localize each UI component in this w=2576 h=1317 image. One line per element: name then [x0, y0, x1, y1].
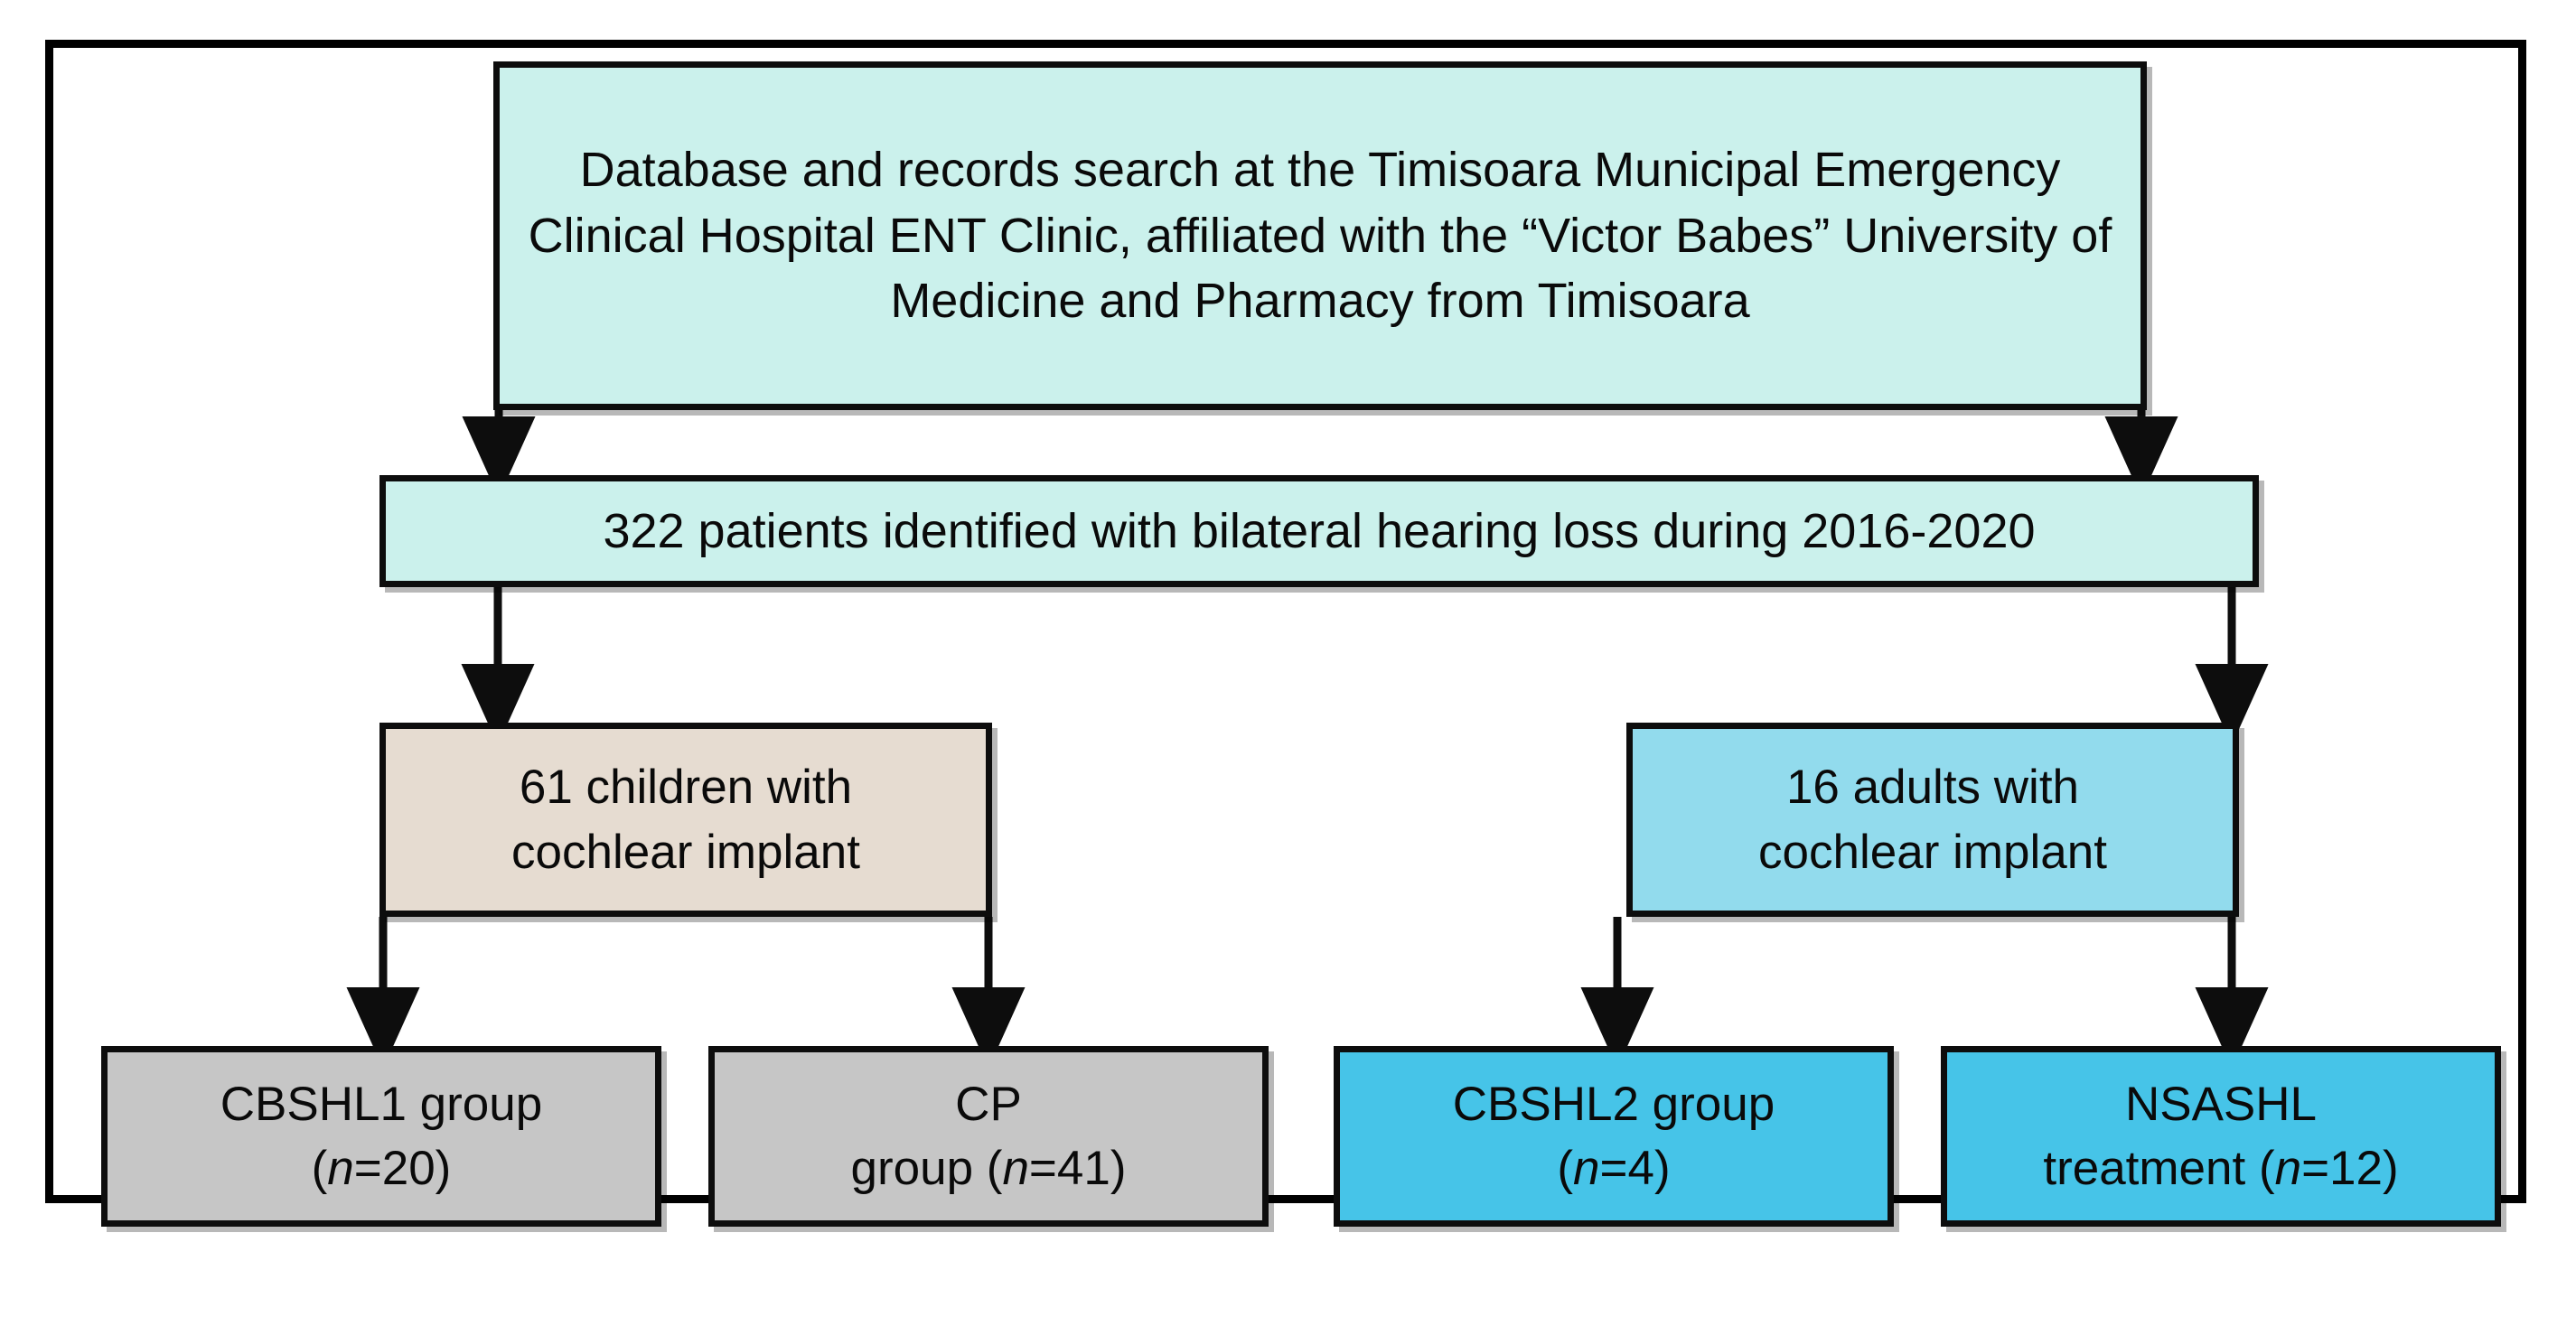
node-cbshl1-n-symbol: n	[327, 1142, 354, 1195]
node-cbshl1-label: CBSHL1 group (n=20)	[108, 1072, 655, 1200]
node-nsashl-line2-prefix: treatment (	[2043, 1142, 2275, 1195]
node-nsashl-label: NSASHL treatment (n=12)	[1947, 1072, 2495, 1200]
node-adults-cochlear-implant[interactable]: 16 adults with cochlear implant	[1626, 723, 2239, 917]
node-cp-line1: CP	[955, 1077, 1022, 1131]
node-cbshl2-n-symbol: n	[1573, 1142, 1600, 1195]
node-nsashl-treatment[interactable]: NSASHL treatment (n=12)	[1941, 1046, 2501, 1227]
node-identified-label: 322 patients identified with bilateral h…	[603, 503, 2036, 558]
node-children-cochlear-implant[interactable]: 61 children with cochlear implant	[379, 723, 992, 917]
node-cbshl2-line1: CBSHL2 group	[1452, 1077, 1775, 1131]
node-cp-line2-prefix: group (	[850, 1142, 1003, 1195]
node-cbshl2-label: CBSHL2 group (n=4)	[1340, 1072, 1888, 1200]
node-nsashl-n-value: =12)	[2301, 1142, 2399, 1195]
node-cp-label: CP group (n=41)	[715, 1072, 1262, 1200]
node-cbshl1-paren-open: (	[311, 1142, 328, 1195]
node-cbshl1-n-value: =20)	[353, 1142, 452, 1195]
node-identified[interactable]: 322 patients identified with bilateral h…	[379, 475, 2259, 587]
node-cbshl2-group[interactable]: CBSHL2 group (n=4)	[1334, 1046, 1894, 1227]
node-children-label: 61 children with cochlear implant	[511, 761, 860, 879]
node-nsashl-n-symbol: n	[2274, 1142, 2302, 1195]
node-cp-n-symbol: n	[1002, 1142, 1029, 1195]
node-cbshl1-group[interactable]: CBSHL1 group (n=20)	[101, 1046, 661, 1227]
node-cbshl1-line1: CBSHL1 group	[220, 1077, 543, 1131]
node-cp-group[interactable]: CP group (n=41)	[708, 1046, 1269, 1227]
node-source[interactable]: Database and records search at the Timis…	[493, 61, 2147, 410]
node-source-label: Database and records search at the Timis…	[528, 143, 2112, 329]
node-nsashl-line1: NSASHL	[2124, 1077, 2318, 1131]
node-cbshl2-n-value: =4)	[1599, 1142, 1671, 1195]
node-cbshl2-paren-open: (	[1557, 1142, 1574, 1195]
node-cp-n-value: =41)	[1028, 1142, 1127, 1195]
node-adults-label: 16 adults with cochlear implant	[1758, 761, 2107, 879]
